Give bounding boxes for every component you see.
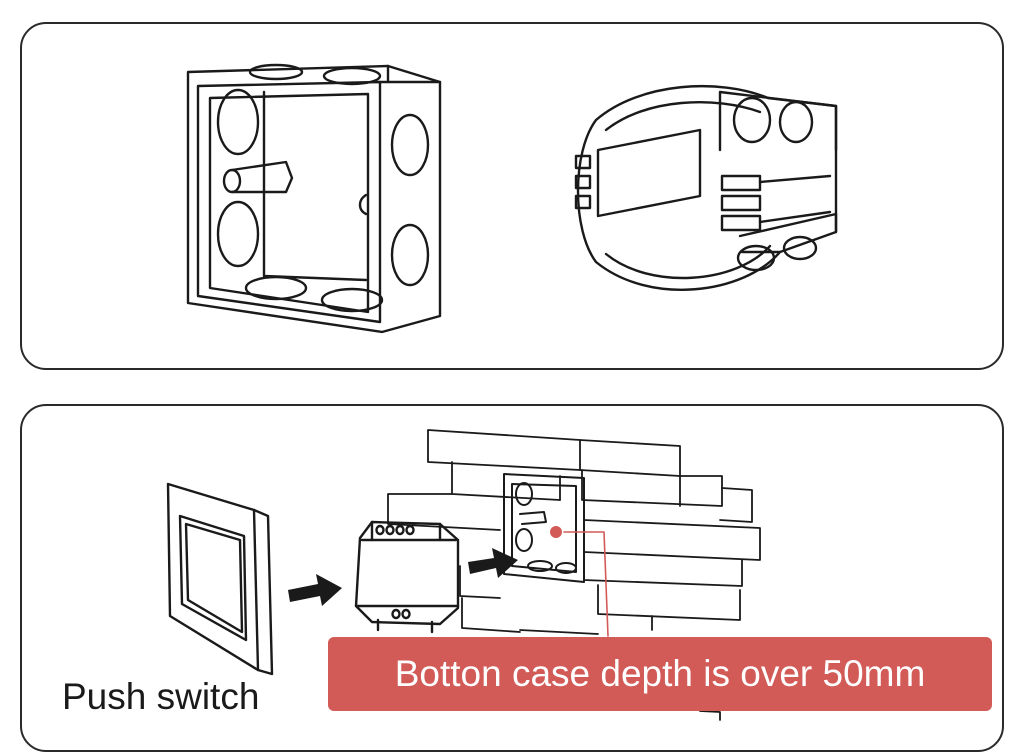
push-switch-plate	[166, 482, 274, 676]
dimmer-module	[354, 520, 460, 634]
round-junction-box	[574, 85, 838, 291]
top-panel-box-types	[20, 22, 1004, 370]
square-junction-box	[186, 63, 442, 334]
push-switch-label: Push switch	[62, 676, 260, 717]
brick-wall	[387, 429, 761, 721]
depth-callout: Botton case depth is over 50mm	[328, 637, 992, 711]
depth-marker	[550, 526, 609, 637]
arrow-icon-2	[468, 548, 518, 578]
arrow-icon-1	[288, 574, 342, 606]
wall-junction-box	[503, 473, 585, 583]
